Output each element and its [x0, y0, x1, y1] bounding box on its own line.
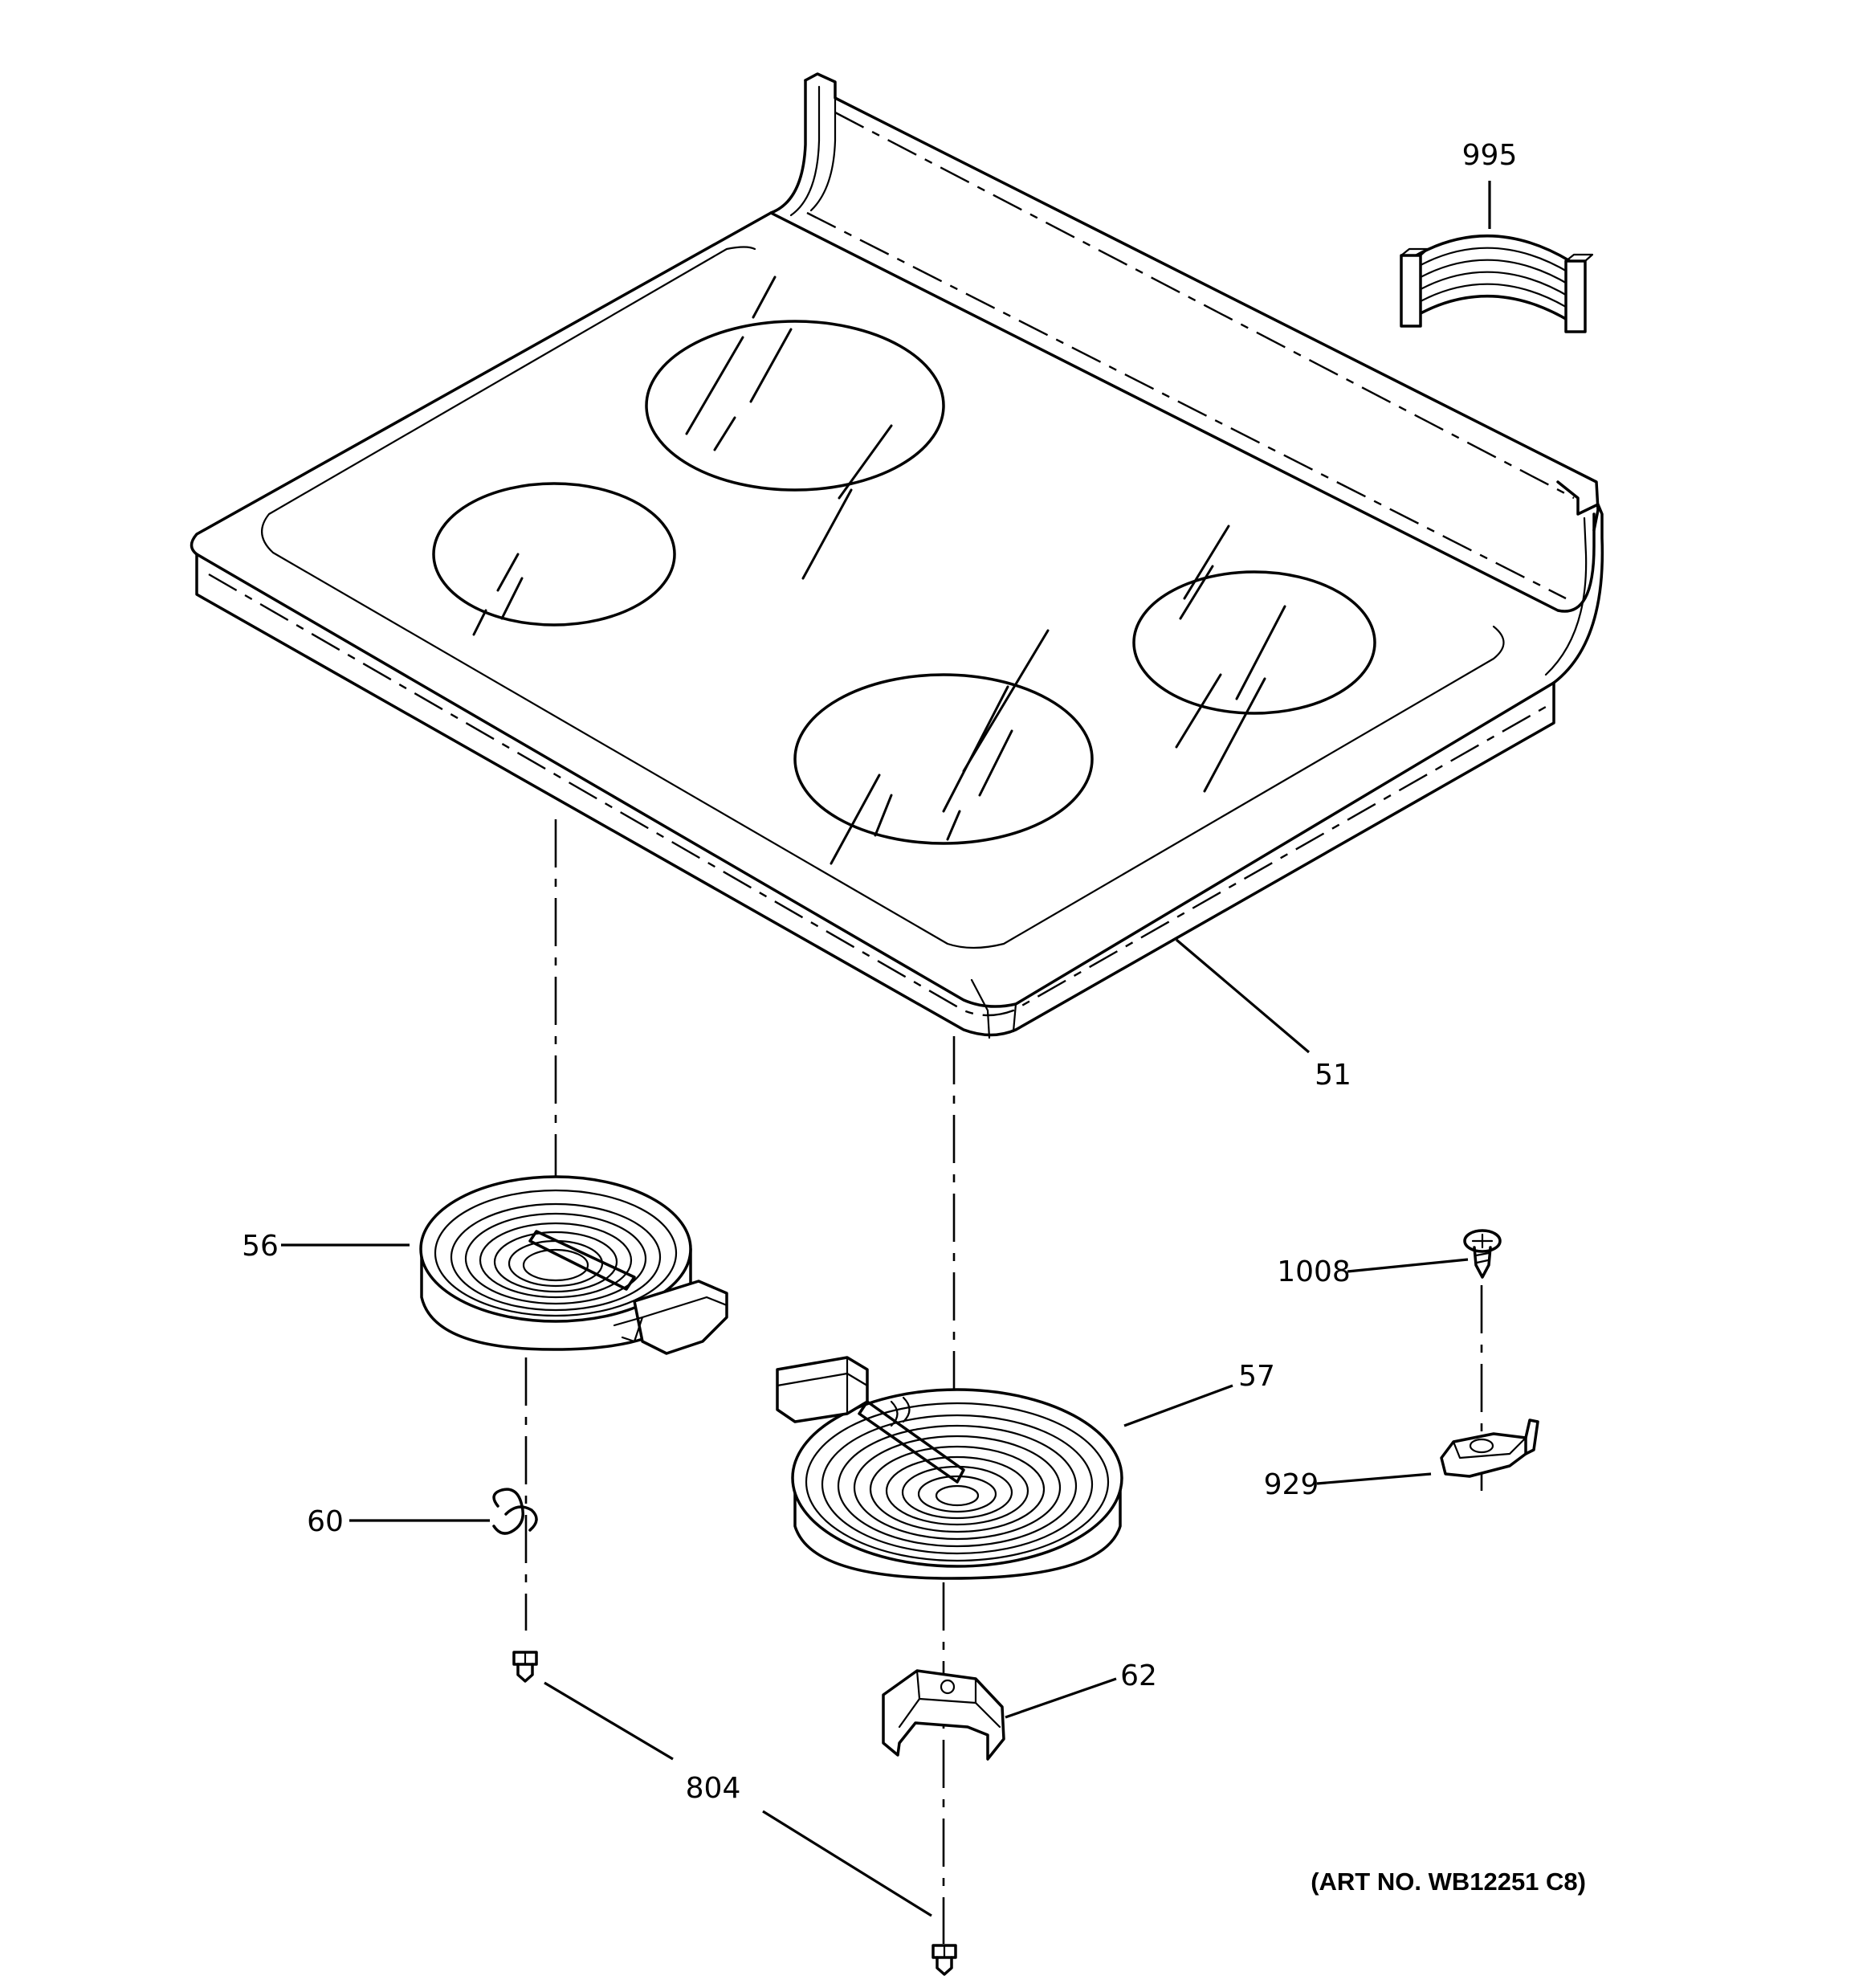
label-804: 804 — [686, 1772, 741, 1805]
glass-reflection-lines — [472, 276, 1286, 865]
wire-harness — [1400, 234, 1594, 333]
element-bracket — [882, 1669, 1005, 1761]
element-clip — [492, 1488, 538, 1535]
label-62: 62 — [1120, 1659, 1157, 1692]
label-929: 929 — [1264, 1468, 1319, 1501]
glass-cooktop — [190, 72, 1604, 1039]
screw-1008 — [1463, 1229, 1502, 1279]
screw-lower — [932, 1944, 957, 1976]
art-number: (ART NO. WB12251 C8) — [1311, 1868, 1586, 1896]
label-56: 56 — [242, 1230, 279, 1263]
burner-ring-front-left — [432, 482, 676, 627]
label-995: 995 — [1462, 139, 1518, 172]
screw-upper — [512, 1651, 538, 1683]
burner-ring-back-right — [1132, 570, 1376, 715]
surface-element-small — [419, 1175, 728, 1355]
burner-ring-back-left — [645, 320, 945, 492]
label-57: 57 — [1238, 1360, 1275, 1393]
surface-element-large — [776, 1356, 1123, 1580]
label-60: 60 — [307, 1505, 344, 1538]
bracket-929 — [1440, 1419, 1539, 1478]
label-51: 51 — [1315, 1059, 1351, 1092]
label-1008: 1008 — [1277, 1255, 1351, 1288]
burner-ring-front-right — [793, 673, 1094, 845]
